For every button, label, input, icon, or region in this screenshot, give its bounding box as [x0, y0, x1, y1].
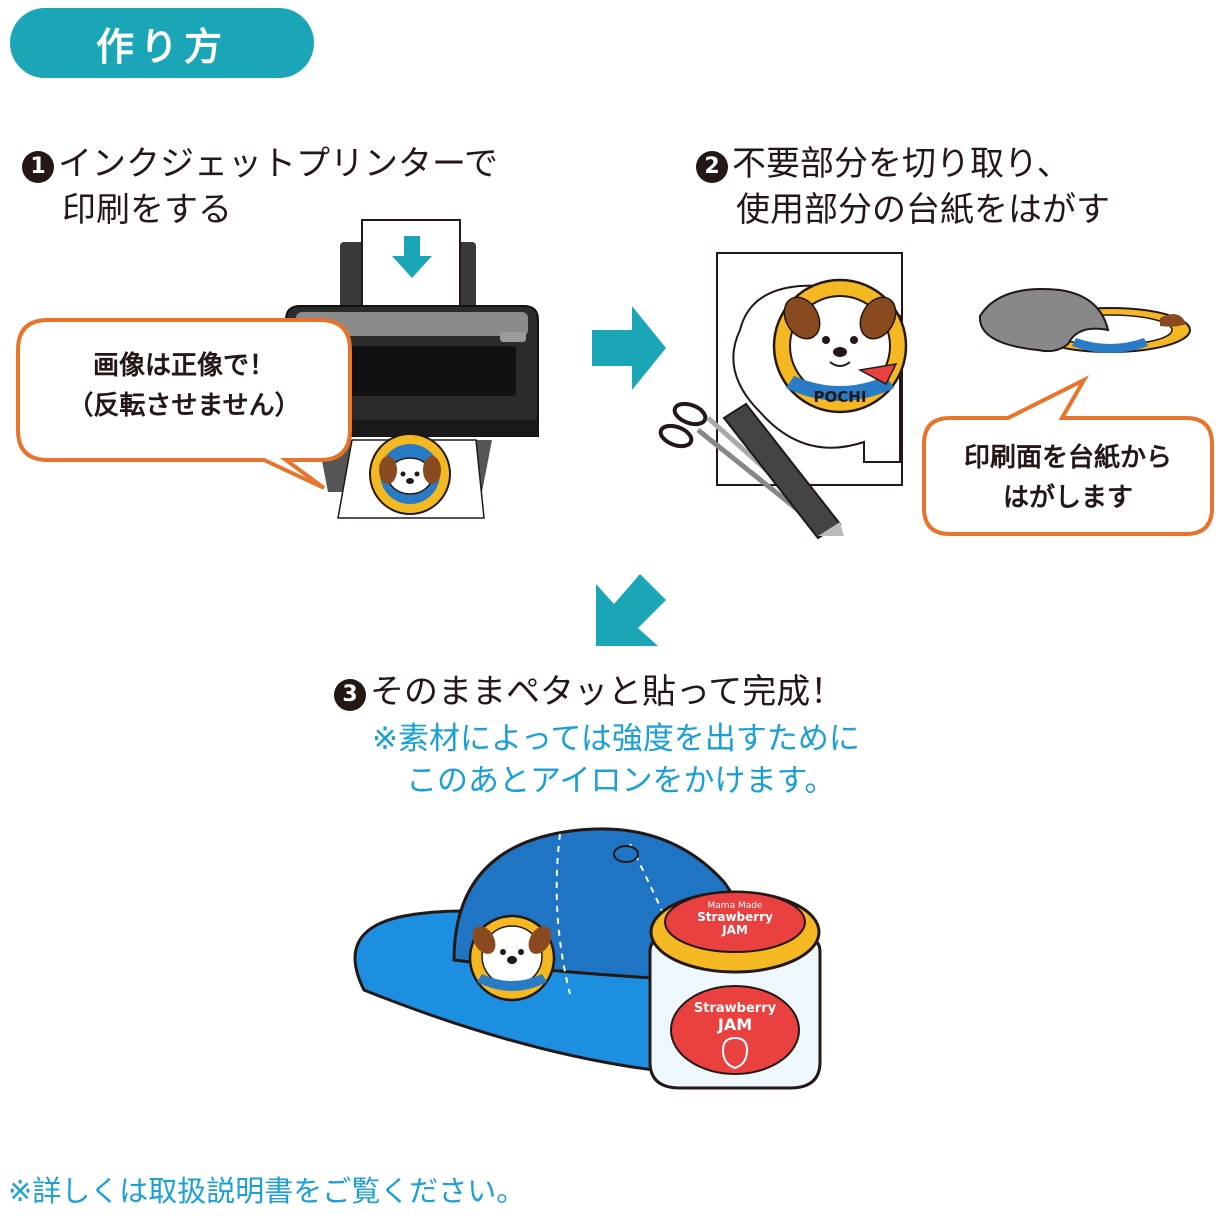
jar-lid-main-text: Strawberry [697, 910, 773, 924]
backing-paper [978, 288, 1110, 353]
bubble-peel [922, 375, 1214, 536]
step-2-line2: 使用部分の台紙をはがす [736, 190, 1110, 230]
cutter-knife-icon [722, 402, 844, 540]
arrow-right-icon [592, 306, 666, 390]
step-3-note-line1: ※素材によっては強度を出すために [372, 721, 860, 757]
bubble-peel-shape [922, 375, 1214, 536]
step-2-number: 2 [696, 151, 728, 183]
jar-front-label [670, 985, 800, 1075]
sticker-label: POCHI [814, 388, 867, 406]
footer-note: ※詳しくは取扱説明書をご覧ください。 [8, 1174, 526, 1208]
bubble-peel-line1: 印刷面を台紙から [963, 443, 1172, 473]
arrow-down-left-icon [596, 574, 666, 646]
step-1-line1: インクジェットプリンターで [58, 144, 498, 184]
bubble-peel-line2: はがします [1002, 483, 1133, 513]
dog-nose [833, 347, 847, 357]
feed-arrow-icon [392, 236, 432, 278]
step-2-line1: 不要部分を切り取り、 [732, 144, 1071, 184]
jar-lid-sub-text: JAM [721, 923, 748, 937]
cap-button [613, 845, 639, 863]
printer-front-slot [300, 346, 516, 396]
bubble-printer [16, 318, 352, 490]
strawberry-icon [721, 1036, 749, 1070]
printer-button [500, 332, 526, 342]
page-title: 作り方 [10, 8, 314, 78]
sticker-band [786, 376, 894, 401]
jar-label-main-text: Strawberry [694, 1001, 777, 1016]
dog-scarf [857, 363, 898, 386]
bubble-printer-line2: （反転させません） [67, 391, 301, 421]
jar-label-sub-text: JAM [717, 1015, 752, 1034]
step-1-number: 1 [22, 151, 54, 183]
cutting-illustration: POCHI [658, 252, 1191, 540]
step-3-note-line2: このあとアイロンをかけます。 [406, 763, 836, 799]
step-3-number: 3 [334, 679, 366, 711]
jar-lid-small-text: Mama Made [708, 901, 763, 911]
peeling-sticker [978, 288, 1191, 353]
dog-ear-right [859, 296, 897, 340]
bubble-printer-line1: 画像は正像で！ [92, 351, 275, 381]
bubble-printer-shape [16, 318, 352, 490]
dog-ear-left [783, 296, 821, 340]
printed-dog-ear-left [379, 456, 397, 484]
jar-lid-label [664, 891, 806, 953]
jar-illustration: Mama Made Strawberry JAM Strawberry JAM [648, 890, 822, 1090]
step-3-line1: そのままペタッと貼って完成！ [370, 672, 845, 712]
printer-top-panel [296, 312, 528, 336]
printed-dog-ear-right [423, 456, 441, 484]
cap-illustration [353, 827, 786, 1078]
step-1-line2: 印刷をする [62, 190, 232, 230]
